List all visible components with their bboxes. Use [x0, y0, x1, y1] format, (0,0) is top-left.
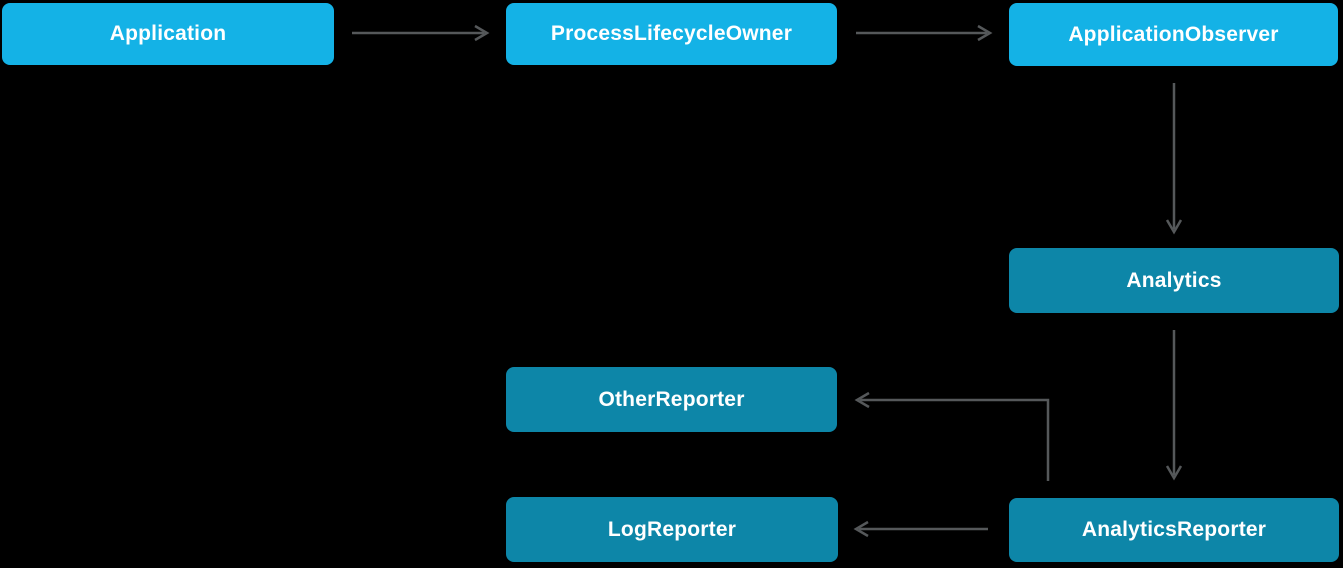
node-log-reporter: LogReporter — [506, 497, 838, 562]
arrow-applicationobserver-to-analytics — [1165, 83, 1183, 235]
node-analytics-reporter: AnalyticsReporter — [1009, 498, 1339, 562]
arrow-application-to-processlifecycleowner — [352, 24, 490, 42]
arrow-processlifecycleowner-to-applicationobserver — [856, 24, 993, 42]
arrow-analyticsreporter-to-logreporter — [853, 520, 988, 538]
node-application-observer-label: ApplicationObserver — [1068, 22, 1279, 46]
node-other-reporter-label: OtherReporter — [598, 387, 745, 411]
node-process-lifecycle-owner: ProcessLifecycleOwner — [506, 3, 837, 65]
node-application-label: Application — [109, 22, 227, 45]
node-process-lifecycle-owner-label: ProcessLifecycleOwner — [550, 22, 793, 45]
node-analytics: Analytics — [1009, 248, 1339, 313]
arrow-analyticsreporter-to-otherreporter — [854, 391, 1050, 481]
node-analytics-reporter-label: AnalyticsReporter — [1081, 518, 1267, 541]
node-application-observer: ApplicationObserver — [1009, 3, 1338, 66]
node-log-reporter-label: LogReporter — [607, 517, 737, 541]
arrow-analytics-to-analyticsreporter — [1165, 330, 1183, 481]
node-other-reporter: OtherReporter — [506, 367, 837, 432]
node-analytics-label: Analytics — [1126, 268, 1222, 292]
node-application: Application — [2, 3, 334, 65]
